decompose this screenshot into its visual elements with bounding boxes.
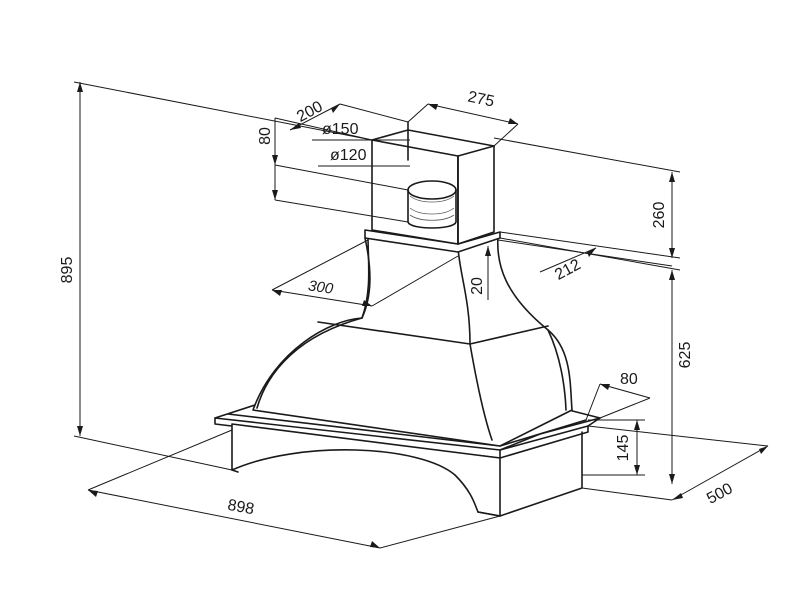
label-cornice-depth: 80 [620,371,638,388]
label-base-depth: 500 [704,480,736,508]
label-base-width: 898 [226,497,255,518]
label-body-height: 625 [677,342,694,369]
label-outlet-outer: ø150 [322,121,359,138]
label-total-height: 895 [59,257,76,284]
label-duct-height: 260 [651,202,668,229]
label-body-depth: 212 [552,256,584,284]
label-duct-width: 275 [466,89,496,111]
label-neck-height: 20 [469,277,486,295]
label-neck-width: 300 [307,277,335,297]
dimension-lines [73,81,769,549]
label-duct-depth: 200 [294,98,326,126]
label-duct-offset: 80 [257,127,274,145]
label-outlet-inner: ø120 [330,147,367,164]
label-base-height: 145 [615,435,632,462]
hood-body [214,121,601,517]
